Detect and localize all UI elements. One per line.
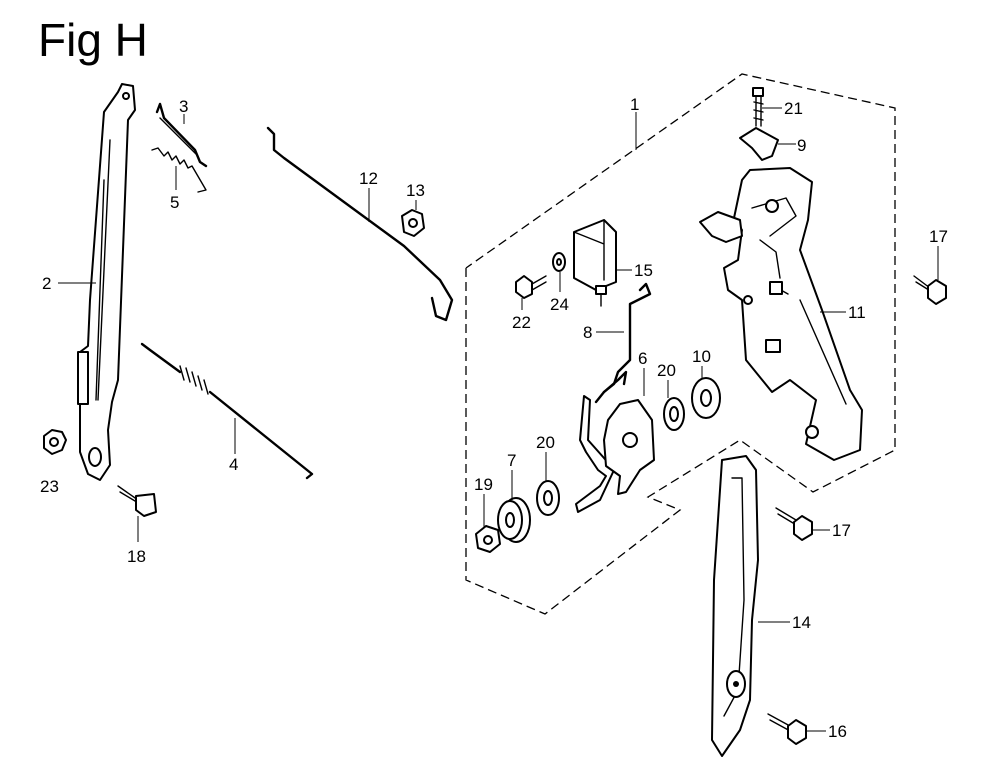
leader-lines (58, 107, 939, 732)
callout-8: 8 (583, 323, 592, 342)
part-20-washer-lower (536, 480, 560, 516)
figure-title: Fig H (38, 14, 148, 66)
part-16-bolt (767, 713, 807, 745)
part-8-link-rod (602, 282, 652, 394)
callout-7: 7 (507, 451, 516, 470)
part-6-control-lever (575, 370, 655, 513)
callout-13: 13 (406, 181, 425, 200)
callout-12: 12 (359, 169, 378, 188)
part-20-washer-upper (663, 397, 685, 431)
part-3-spring-clip (155, 102, 208, 168)
callout-labels: 1 2 3 4 5 6 7 8 9 10 11 12 13 14 15 16 1… (40, 95, 948, 741)
part-21-screw (752, 87, 764, 127)
callout-16: 16 (828, 722, 847, 741)
callout-24: 24 (550, 295, 569, 314)
part-10-washer (691, 377, 721, 419)
part-17-bolt-lower (775, 507, 813, 541)
callout-11: 11 (848, 303, 866, 322)
part-12-choke-rod (266, 126, 454, 322)
part-23-nut (43, 429, 67, 455)
part-4-governor-spring-rod (140, 342, 314, 480)
part-15-switch (573, 219, 617, 307)
part-17-bolt-right (913, 275, 947, 305)
callout-14: 14 (792, 613, 811, 632)
part-2-control-arm (77, 83, 136, 481)
part-9-clip (739, 127, 779, 161)
part-5-spring (151, 147, 207, 193)
callout-22: 22 (512, 313, 531, 332)
assembly-1-boundary (465, 73, 896, 615)
part-24-washer (552, 252, 566, 272)
callout-1: 1 (630, 95, 639, 114)
callout-6: 6 (638, 349, 647, 368)
callout-9: 9 (797, 136, 806, 155)
callout-21: 21 (784, 99, 803, 118)
callout-17-right: 17 (929, 227, 948, 246)
callout-19: 19 (474, 475, 493, 494)
callout-20-lower: 20 (536, 433, 555, 452)
callout-2: 2 (42, 274, 51, 293)
callout-10: 10 (692, 347, 711, 366)
callout-15: 15 (634, 261, 653, 280)
callout-17-lower: 17 (832, 521, 851, 540)
part-14-cover (711, 455, 759, 757)
part-7-washer (497, 497, 531, 543)
callout-23: 23 (40, 477, 59, 496)
callout-18: 18 (127, 547, 146, 566)
part-18-bolt (117, 485, 157, 517)
part-11-control-base (699, 167, 863, 461)
callout-3: 3 (179, 97, 188, 116)
callout-4: 4 (229, 455, 238, 474)
callout-20-upper: 20 (657, 361, 676, 380)
part-13-nut (401, 209, 425, 237)
callout-5: 5 (170, 193, 179, 212)
part-22-bolt (515, 275, 547, 299)
part-19-nut (475, 525, 501, 553)
